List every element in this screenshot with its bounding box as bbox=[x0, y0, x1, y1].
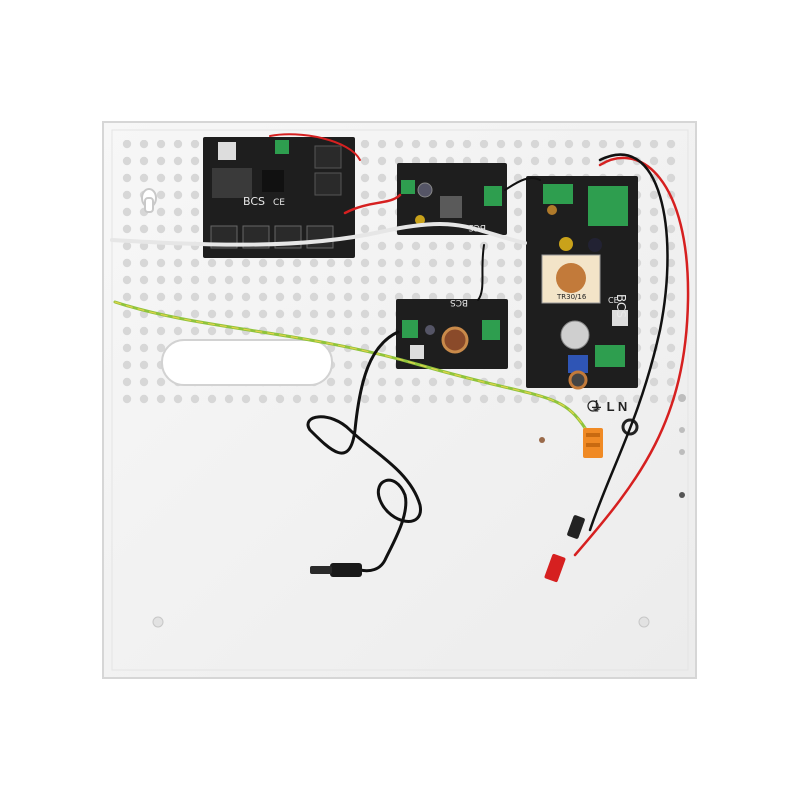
black-wire bbox=[588, 153, 669, 532]
wago-connector bbox=[583, 428, 603, 458]
psu-board: TR30/16 BCS CE bbox=[526, 176, 638, 390]
mounting-hole bbox=[152, 616, 164, 628]
earth-ground-icon bbox=[587, 400, 599, 412]
red-wire bbox=[269, 133, 361, 161]
poe-switch-brand: BCS bbox=[243, 195, 265, 208]
side-hole bbox=[679, 427, 685, 433]
psu-brand: BCS bbox=[614, 294, 628, 318]
earth-line-neutral-label: ⏚ L N bbox=[590, 399, 627, 414]
psu-ce-mark: CE bbox=[608, 296, 619, 305]
terminal-marking: ⏚ L N bbox=[590, 399, 627, 414]
dc-barrel-plug bbox=[310, 563, 362, 577]
grommet bbox=[621, 418, 639, 436]
black-wire bbox=[504, 177, 541, 191]
white-cable bbox=[110, 221, 527, 247]
side-hole bbox=[679, 449, 685, 455]
dc-output-cable bbox=[306, 330, 422, 573]
lower-converter-board: BCS bbox=[396, 297, 508, 369]
side-hole bbox=[679, 492, 685, 498]
side-hole bbox=[678, 394, 686, 402]
wiring bbox=[110, 133, 690, 573]
lower-converter-brand: BCS bbox=[450, 297, 468, 307]
mounting-hole bbox=[638, 616, 650, 628]
cable-slot bbox=[161, 339, 333, 386]
spade-terminals bbox=[544, 515, 585, 583]
upper-converter-brand: BCS bbox=[468, 222, 486, 232]
red-wire bbox=[343, 193, 402, 215]
psu-transformer-code: TR30/16 bbox=[556, 293, 587, 301]
poe-switch-ce-mark: CE bbox=[273, 198, 285, 208]
upper-converter-board: BCS bbox=[397, 163, 507, 235]
side-hole bbox=[539, 437, 545, 443]
black-wire bbox=[477, 244, 485, 301]
keyhole-mount bbox=[141, 188, 157, 213]
poe-switch-board: BCS CE bbox=[203, 137, 355, 258]
